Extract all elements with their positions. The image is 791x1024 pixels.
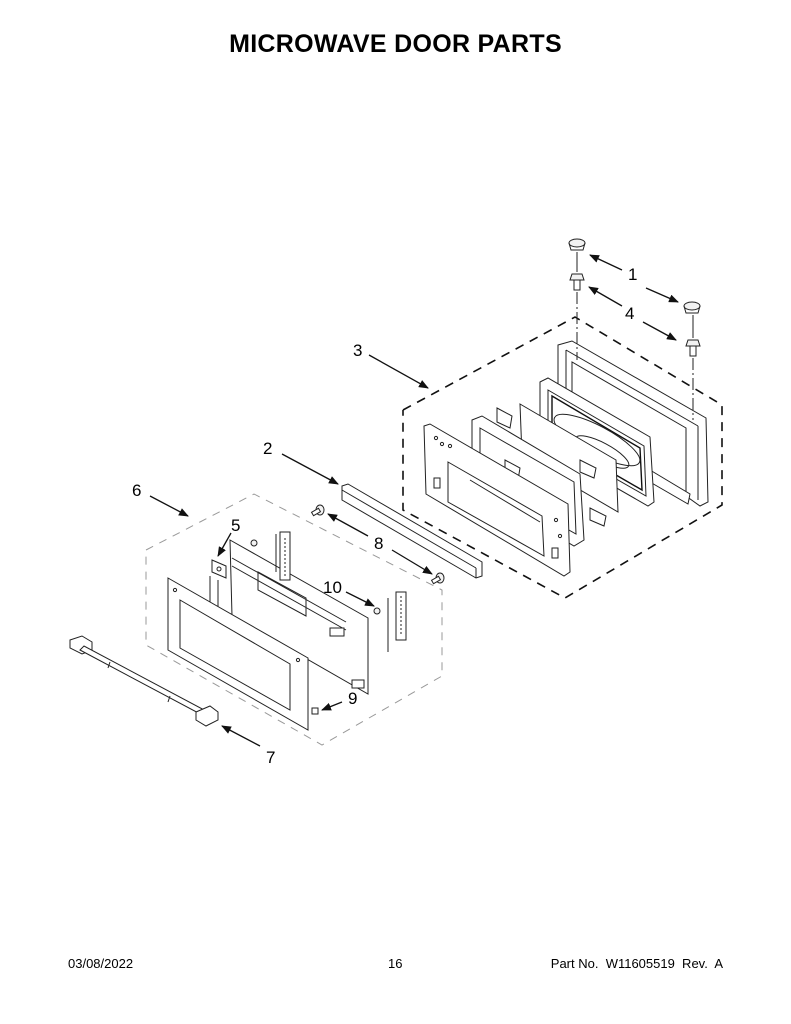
part-4-screw-left: [569, 273, 585, 291]
part-1-plug-left: [568, 238, 586, 251]
nut-upper: [250, 539, 258, 547]
callout-3: 3: [353, 341, 363, 360]
callout-4: 4: [625, 304, 635, 323]
callout-1: 1: [628, 265, 638, 284]
footer-part-number: Part No. W11605519 Rev. A: [550, 956, 723, 971]
clip-lower: [589, 507, 607, 527]
part-4-screw-right: [685, 339, 701, 357]
callout-10: 10: [323, 578, 342, 597]
glass-panel: [519, 403, 619, 513]
part-7-handle: [69, 635, 219, 727]
page-title: MICROWAVE DOOR PARTS: [229, 30, 562, 58]
outer-door-inner-panel: [229, 539, 369, 695]
callout-6: 6: [132, 481, 142, 500]
part-8-screw-left: [310, 504, 325, 517]
clip-upper: [496, 407, 513, 429]
part-8-screw-right: [430, 572, 445, 585]
callout-2: 2: [263, 439, 273, 458]
callout-7: 7: [266, 748, 276, 767]
front-plate: [423, 423, 571, 577]
hinge-bracket-left: [275, 531, 291, 581]
part-10-nut: [373, 607, 381, 615]
assembly-6-boundary: [145, 493, 443, 746]
part-1-plug-right: [683, 301, 701, 314]
assembly-3-boundary: [402, 316, 723, 599]
footer-date: 03/08/2022: [68, 956, 134, 971]
clip-right: [579, 459, 597, 479]
callout-5: 5: [231, 516, 241, 535]
outer-door-glass: [167, 577, 309, 731]
callout-9: 9: [348, 689, 358, 708]
footer-page-number: 16: [388, 956, 403, 971]
part-9-pad: [311, 707, 319, 715]
hinge-bracket-right: [387, 591, 407, 652]
callout-8: 8: [374, 534, 384, 553]
part-2-trim-bar: [341, 483, 483, 579]
